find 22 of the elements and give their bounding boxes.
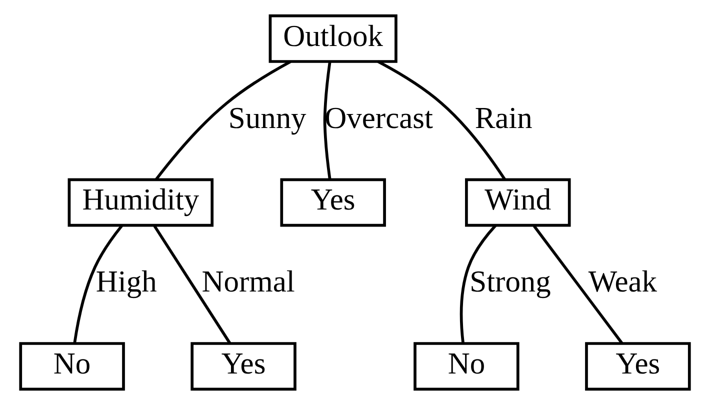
node-box: Yes: [584, 342, 690, 391]
connector: [459, 224, 496, 344]
edge-label: Weak: [588, 264, 656, 299]
connector: [152, 225, 231, 344]
connector: [376, 60, 506, 180]
node-box: Yes: [190, 342, 296, 391]
edge-label: Rain: [474, 100, 532, 135]
edge-label: Normal: [201, 264, 294, 299]
edge-label: Strong: [469, 264, 550, 299]
edge-label: High: [95, 264, 156, 299]
edge-label: Overcast: [324, 100, 432, 135]
edge-label: Sunny: [228, 100, 306, 135]
connector: [154, 60, 291, 180]
connector: [72, 224, 122, 344]
connector: [532, 225, 623, 344]
connector: [322, 62, 331, 180]
node-box: Outlook: [268, 14, 397, 63]
node-box: Yes: [280, 178, 386, 227]
node-box: Humidity: [67, 178, 214, 227]
node-box: No: [413, 342, 519, 391]
node-box: Wind: [464, 178, 570, 227]
node-box: No: [18, 342, 124, 391]
